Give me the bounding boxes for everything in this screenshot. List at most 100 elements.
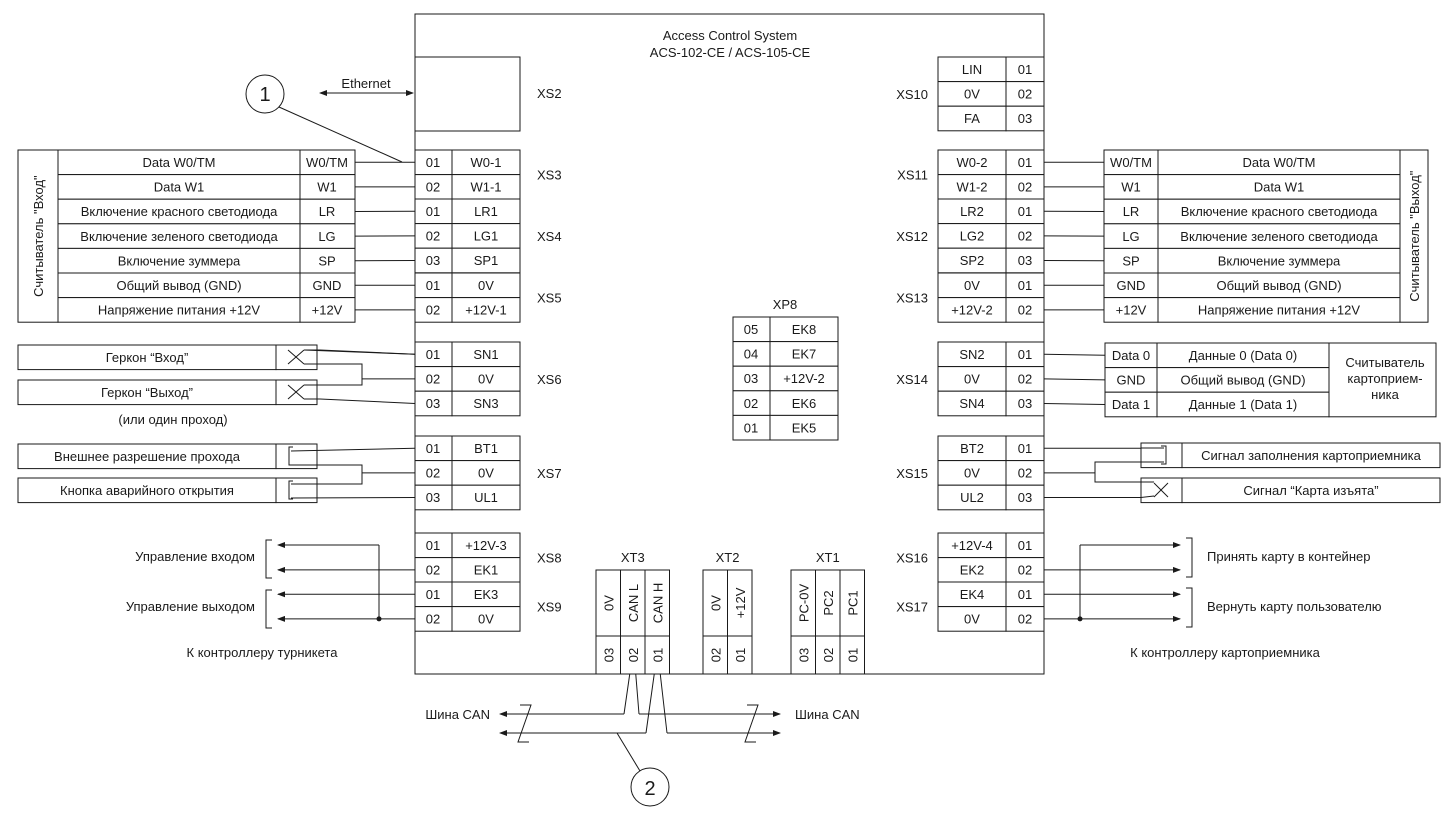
svg-text:CAN L: CAN L xyxy=(626,584,641,622)
svg-text:UL2: UL2 xyxy=(960,490,984,505)
pin-signal-cell xyxy=(769,341,839,367)
reader-desc-cell xyxy=(57,272,301,299)
svg-text:EK8: EK8 xyxy=(792,322,817,337)
svg-text:PC-0V: PC-0V xyxy=(796,584,811,623)
svg-text:Включение зеленого светодиода: Включение зеленого светодиода xyxy=(80,229,278,244)
pin-signal-cell xyxy=(937,247,1007,274)
svg-text:03: 03 xyxy=(1018,396,1032,411)
pin-signal-cell xyxy=(937,223,1007,249)
svg-text:02: 02 xyxy=(708,648,723,662)
reader-desc-cell xyxy=(1157,198,1401,225)
svg-text:LR: LR xyxy=(319,204,336,219)
svg-text:W1-1: W1-1 xyxy=(470,180,501,195)
reader-desc-cell xyxy=(1157,223,1401,249)
reader-desc-cell xyxy=(1157,174,1401,200)
pin-signal-cell xyxy=(451,484,521,511)
svg-text:01: 01 xyxy=(426,155,440,170)
connector-label: XS6 xyxy=(537,372,562,387)
svg-text:FA: FA xyxy=(964,111,980,126)
svg-text:01: 01 xyxy=(1018,441,1032,456)
signal-label-cell xyxy=(1181,477,1441,504)
wires-reader-entry xyxy=(354,161,416,311)
svg-text:01: 01 xyxy=(1018,538,1032,553)
svg-text:Data W0/TM: Data W0/TM xyxy=(1243,155,1316,170)
pin-signal-cell xyxy=(451,606,521,632)
pin-number-cell xyxy=(1005,460,1045,486)
svg-text:Data W1: Data W1 xyxy=(1254,180,1305,195)
pin-signal-cell xyxy=(451,366,521,392)
connector-label-xs2: XS2 xyxy=(537,86,562,101)
ethernet-port-xs2[interactable] xyxy=(414,56,521,132)
card-acceptor-caption: К контроллеру картоприемника xyxy=(1130,645,1320,660)
svg-text:LIN: LIN xyxy=(962,62,982,77)
wires-card-reader xyxy=(1043,353,1106,405)
svg-text:Общий вывод (GND): Общий вывод (GND) xyxy=(1216,278,1341,293)
svg-text:Включение зуммера: Включение зуммера xyxy=(118,253,241,268)
pin-signal-cell xyxy=(702,569,728,637)
pin-signal-cell xyxy=(644,569,670,637)
svg-text:03: 03 xyxy=(796,648,811,662)
pin-signal-cell xyxy=(937,81,1007,107)
svg-text:Внешнее разрешение прохода: Внешнее разрешение прохода xyxy=(54,449,241,464)
svg-text:EK7: EK7 xyxy=(792,347,817,362)
reader-desc-cell xyxy=(1157,149,1401,176)
svg-text:03: 03 xyxy=(426,490,440,505)
svg-text:03: 03 xyxy=(1018,490,1032,505)
pin-signal-cell xyxy=(451,341,521,368)
svg-text:Включение красного светодиода: Включение красного светодиода xyxy=(1181,204,1378,219)
svg-text:GND: GND xyxy=(1117,278,1146,293)
svg-text:Кнопка аварийного открытия: Кнопка аварийного открытия xyxy=(60,483,234,498)
connector-label: XS10 xyxy=(896,87,928,102)
pin-number-cell xyxy=(1005,606,1045,632)
svg-text:Data 0: Data 0 xyxy=(1112,348,1150,363)
svg-text:Данные 1 (Data 1): Данные 1 (Data 1) xyxy=(1189,397,1297,412)
pin-signal-cell xyxy=(769,365,839,392)
pin-number-cell xyxy=(595,635,621,675)
pin-signal-cell xyxy=(937,435,1007,462)
svg-text:SP: SP xyxy=(318,253,335,268)
ethernet-label: Ethernet xyxy=(341,76,391,91)
pin-number-cell xyxy=(732,365,771,392)
button-contact-1: Внешнее разрешение прохода xyxy=(17,443,318,470)
pin-signal-cell xyxy=(769,316,839,343)
svg-text:+12V-3: +12V-3 xyxy=(465,538,507,553)
button-label-cell xyxy=(17,477,277,504)
svg-text:Сигнал “Карта изъята”: Сигнал “Карта изъята” xyxy=(1243,483,1378,498)
svg-text:Геркон “Вход”: Геркон “Вход” xyxy=(106,350,189,365)
svg-text:W1-2: W1-2 xyxy=(956,180,987,195)
card-reader-desc-cell xyxy=(1156,367,1330,393)
pin-signal-cell xyxy=(451,297,521,323)
svg-text:01: 01 xyxy=(1018,204,1032,219)
pin-number-cell xyxy=(732,390,771,416)
svg-text:02: 02 xyxy=(744,396,758,411)
pin-number-cell xyxy=(732,341,771,367)
svg-text:02: 02 xyxy=(426,372,440,387)
svg-text:W0/TM: W0/TM xyxy=(306,155,348,170)
reader-title: Считыватель "Вход" xyxy=(31,175,46,297)
svg-text:Напряжение питания +12V: Напряжение питания +12V xyxy=(1198,303,1360,318)
svg-text:01: 01 xyxy=(426,278,440,293)
button-contact-2: Кнопка аварийного открытия xyxy=(17,477,318,504)
svg-text:02: 02 xyxy=(1018,612,1032,627)
svg-text:W0-2: W0-2 xyxy=(956,155,987,170)
svg-text:0V: 0V xyxy=(964,612,980,627)
